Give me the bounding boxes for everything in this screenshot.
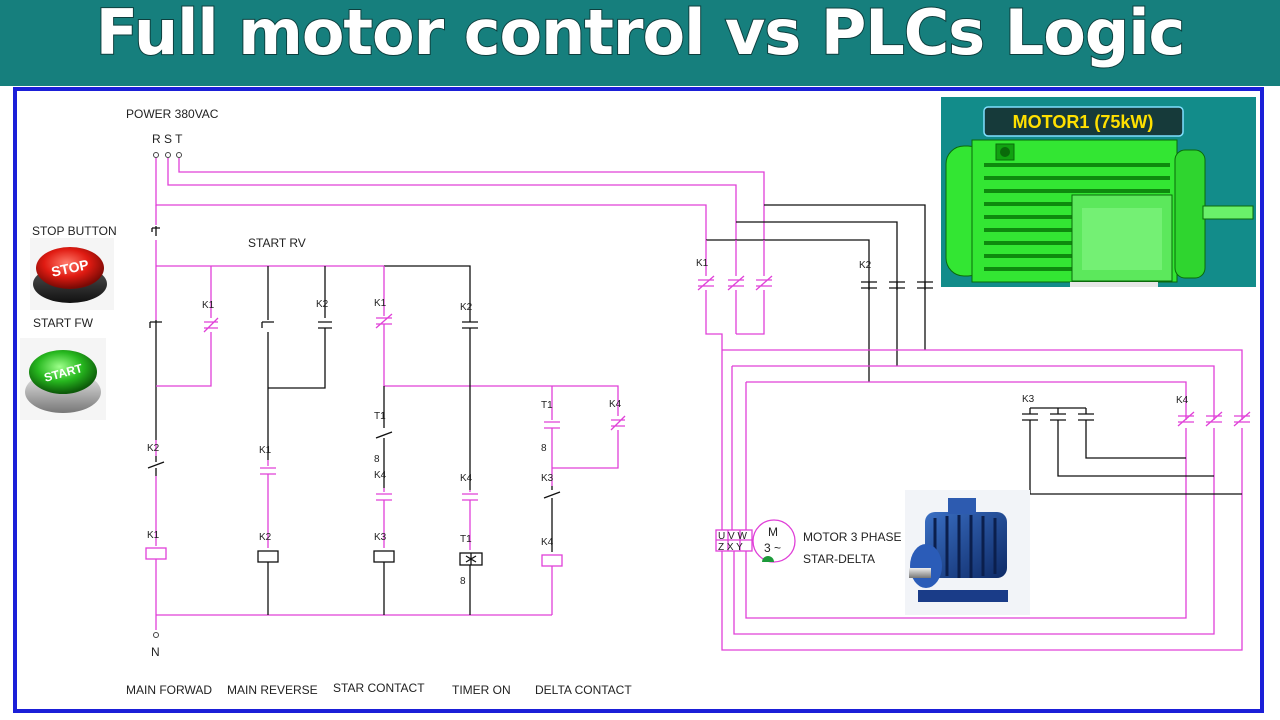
start-button[interactable]: START <box>20 338 106 420</box>
k1-hold-contact <box>156 266 219 387</box>
column-label-reverse: MAIN REVERSE <box>227 683 318 697</box>
phase-wires <box>155 158 926 290</box>
power-label: POWER 380VAC <box>126 107 219 121</box>
k1-label-hold: K1 <box>202 300 215 311</box>
k1-label-power: K1 <box>696 258 709 269</box>
timer-value-timer: 8 <box>460 576 466 587</box>
k3-label-coil: K3 <box>374 532 387 543</box>
k2-label-power: K2 <box>859 260 872 271</box>
k3-label-power: K3 <box>1022 394 1035 405</box>
timer-value-star: 8 <box>374 454 380 465</box>
terminals-top: U V W <box>718 531 747 542</box>
column-label-star: STAR CONTACT <box>333 681 425 695</box>
stop-button[interactable]: STOP <box>30 238 114 310</box>
page-title: Full motor control vs PLCs Logic <box>95 0 1187 70</box>
k2-label-hold: K2 <box>316 299 329 310</box>
k1-label-coil: K1 <box>147 530 160 541</box>
stop-button-text: STOP <box>50 256 90 280</box>
k1-label-rev: K1 <box>259 445 272 456</box>
distribution-wires <box>721 349 1243 651</box>
k2-label-timer: K2 <box>460 302 473 313</box>
k4-delta-contacts <box>1177 411 1251 427</box>
timer-column <box>459 320 483 615</box>
t1-label-star: T1 <box>374 411 386 422</box>
top-bus-black <box>384 265 471 320</box>
k3-label-delta: K3 <box>541 473 554 484</box>
stop-button-label: STOP BUTTON <box>32 224 117 238</box>
motor-panel-label: MOTOR1 (75kW) <box>1013 112 1154 132</box>
start-button-label: START FW <box>33 316 94 330</box>
motor-photo <box>905 490 1030 615</box>
power-k1-contacts <box>697 240 773 350</box>
t1-label-delta: T1 <box>541 400 553 411</box>
reverse-column <box>257 266 332 615</box>
motor-panel: MOTOR1 (75kW) <box>941 97 1256 287</box>
timer-value-delta: 8 <box>541 443 547 454</box>
star-column <box>373 266 626 615</box>
k4-label-star: K4 <box>374 470 387 481</box>
column-label-delta: DELTA CONTACT <box>535 683 632 697</box>
power-k2-contacts <box>861 281 933 382</box>
phase-terminals <box>153 152 182 158</box>
control-left-rail <box>145 205 167 638</box>
neutral-label: N <box>151 645 160 659</box>
k2-label-coil: K2 <box>259 532 272 543</box>
phase-labels: R S T <box>152 132 183 146</box>
k2-label-1: K2 <box>147 443 160 454</box>
k4-label-coil: K4 <box>541 537 554 548</box>
title-banner: Full motor control vs PLCs Logic <box>0 0 1280 86</box>
motor-terminal-box <box>715 529 753 552</box>
motor-label-1: MOTOR 3 PHASE <box>803 530 901 544</box>
motor-symbol-phase: 3 ~ <box>764 541 781 555</box>
terminals-bottom: Z X Y <box>718 542 743 553</box>
start-rv-label: START RV <box>248 236 306 250</box>
k4-label-timer: K4 <box>460 473 473 484</box>
motor-symbol-m: M <box>768 525 778 539</box>
t1-label-timer: T1 <box>460 534 472 545</box>
delta-column <box>541 386 563 615</box>
motor-label-2: STAR-DELTA <box>803 552 875 566</box>
k1-label-star: K1 <box>374 298 387 309</box>
k4-label-power: K4 <box>1176 395 1189 406</box>
motor-ground <box>762 556 774 562</box>
column-label-timer: TIMER ON <box>452 683 511 697</box>
k4-label-delta-hold: K4 <box>609 399 622 410</box>
column-label-forward: MAIN FORWAD <box>126 683 212 697</box>
k3-star-contacts <box>1022 407 1242 495</box>
